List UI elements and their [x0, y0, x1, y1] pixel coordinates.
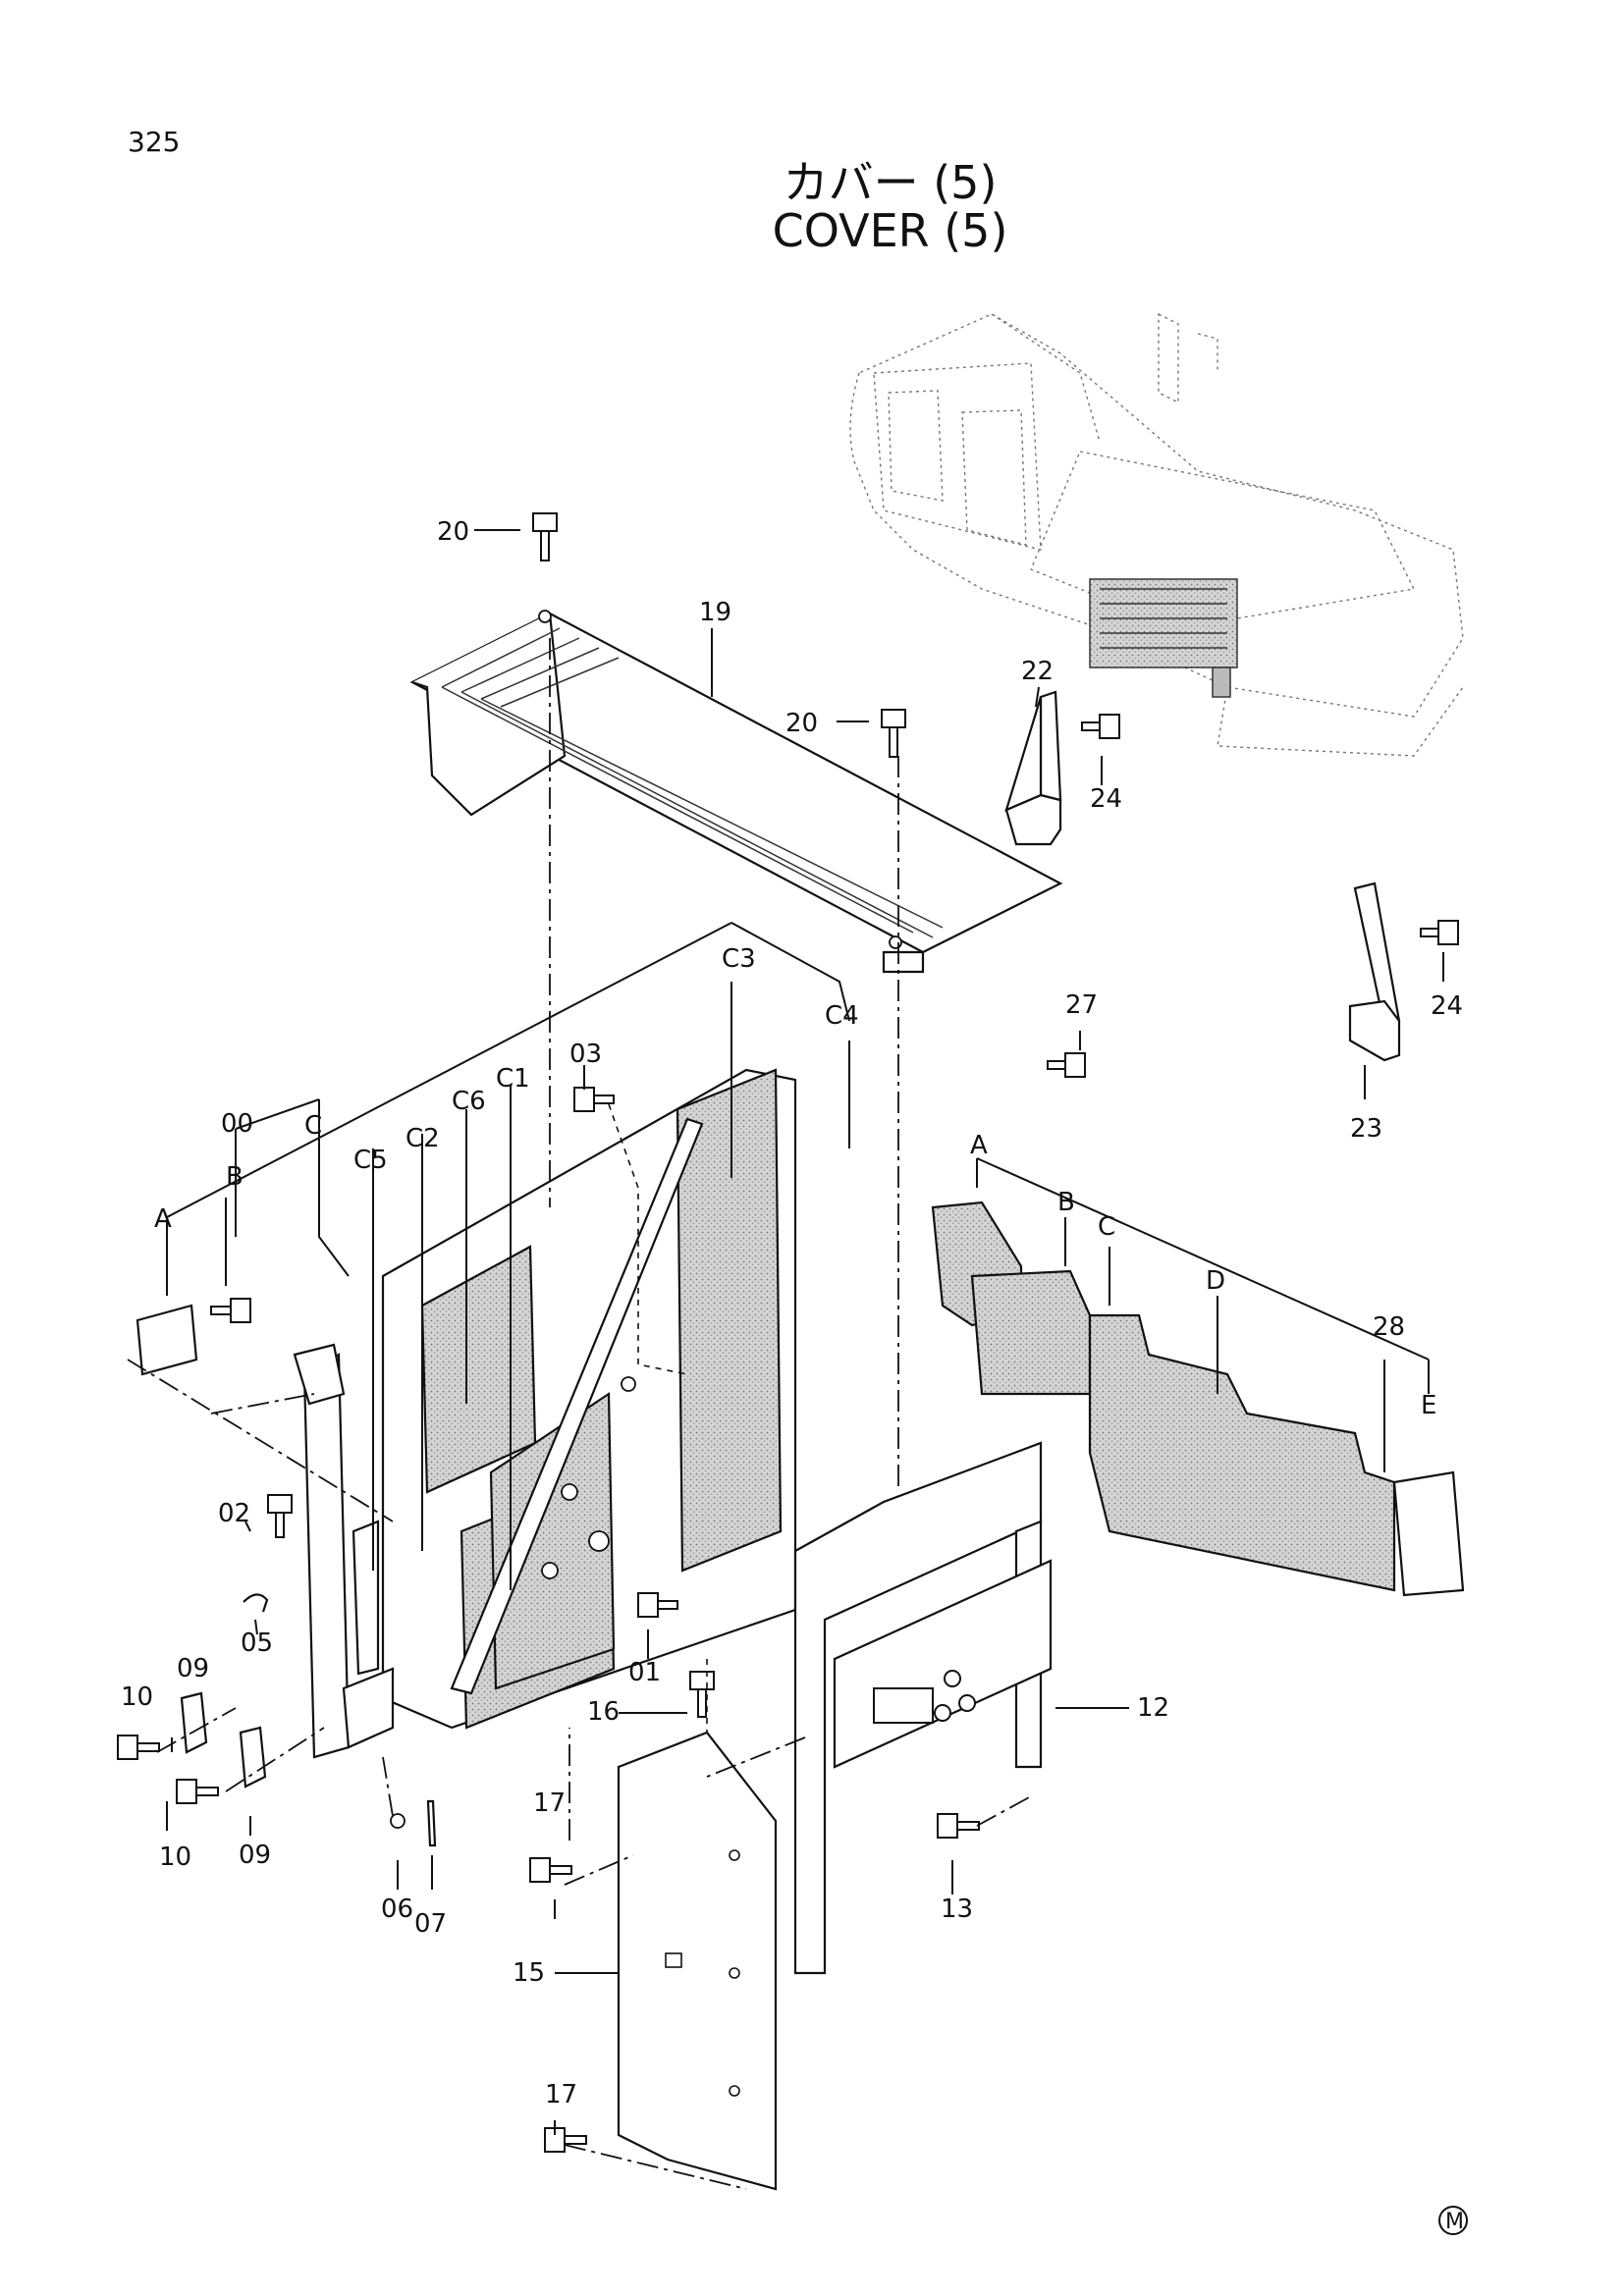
callout-a: A	[154, 1204, 172, 1234]
callout-c5: C5	[353, 1146, 388, 1175]
cover-panel-icon	[617, 1731, 778, 2191]
callout-e-right: E	[1421, 1391, 1436, 1420]
callout-28: 28	[1373, 1312, 1405, 1342]
callout-10: 10	[159, 1842, 191, 1872]
page-number: 325	[128, 126, 181, 158]
callout-13: 13	[941, 1895, 973, 1924]
callout-03: 03	[569, 1040, 602, 1069]
callout-10: 10	[121, 1682, 153, 1712]
top-cover-19	[409, 610, 1063, 974]
callout-09: 09	[177, 1654, 209, 1683]
maker-mark: M	[1438, 2206, 1468, 2235]
machine-overview-icon	[849, 312, 1464, 757]
callout-c3: C3	[722, 944, 756, 974]
leader-lines	[127, 529, 1444, 2190]
callout-05: 05	[241, 1629, 273, 1658]
seal-strip-assembly	[931, 1201, 1465, 1597]
callout-02: 02	[218, 1499, 250, 1528]
callout-24: 24	[1431, 991, 1463, 1021]
callout-19: 19	[699, 598, 731, 627]
callout-09: 09	[239, 1841, 271, 1870]
left-frame-assembly	[293, 1068, 797, 1759]
callout-17: 17	[533, 1789, 566, 1818]
callout-c1: C1	[496, 1064, 530, 1094]
callout-b: B	[226, 1162, 243, 1192]
callout-23: 23	[1350, 1114, 1382, 1144]
callout-22: 22	[1021, 657, 1054, 686]
callout-c6: C6	[452, 1087, 486, 1116]
title-japanese: カバー (5)	[783, 156, 998, 209]
callout-c4: C4	[825, 1001, 859, 1031]
callout-d-right: D	[1206, 1266, 1225, 1296]
svg-text:M: M	[1445, 2210, 1464, 2234]
callout-00: 00	[221, 1109, 253, 1139]
callout-17: 17	[545, 2080, 577, 2109]
callout-a-right: A	[970, 1131, 988, 1160]
title-english: COVER (5)	[772, 204, 1008, 257]
callout-24: 24	[1090, 784, 1122, 814]
callout-06: 06	[381, 1895, 413, 1924]
callout-15: 15	[513, 1958, 545, 1988]
callout-07: 07	[414, 1909, 447, 1939]
bolt-icon	[117, 512, 1459, 2153]
callout-12: 12	[1137, 1693, 1169, 1723]
callout-27: 27	[1065, 990, 1098, 1020]
callout-c2: C2	[406, 1124, 440, 1153]
callout-labels: 20 19 20 22 24 24 27 23 C3 C4 03 C6 C1 0…	[121, 517, 1463, 2109]
callout-20: 20	[785, 709, 818, 738]
callout-16: 16	[587, 1697, 620, 1727]
callout-01: 01	[628, 1658, 661, 1687]
bracket-icon	[1004, 690, 1401, 1062]
callout-c: C	[304, 1111, 322, 1141]
frame-12	[793, 1441, 1053, 1975]
callout-20: 20	[437, 517, 469, 547]
callout-b-right: B	[1057, 1188, 1075, 1217]
callout-c-right: C	[1098, 1212, 1115, 1242]
